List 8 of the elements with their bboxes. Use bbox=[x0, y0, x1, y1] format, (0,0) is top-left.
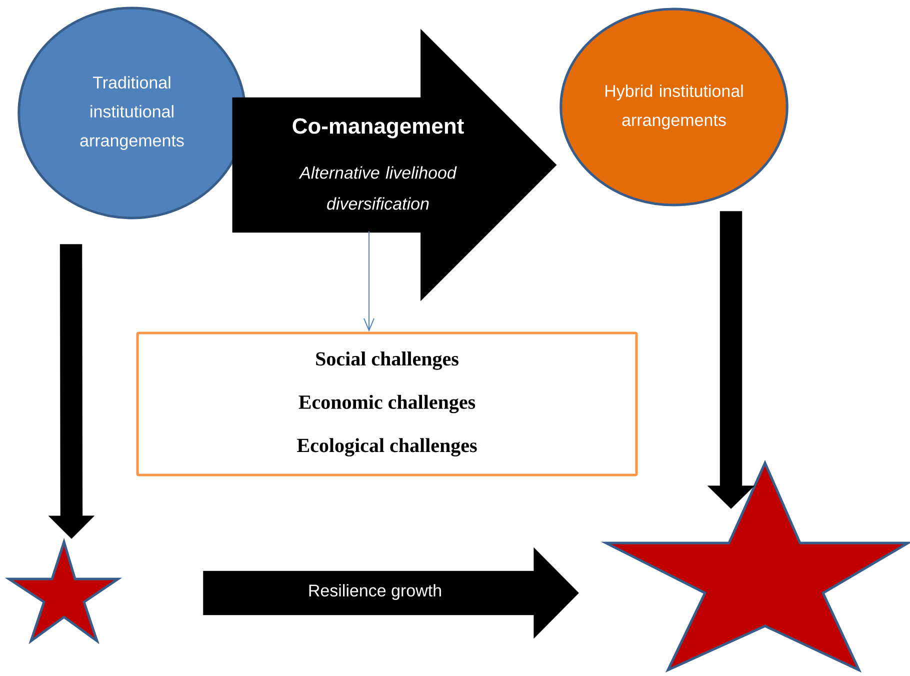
edge-label: Resilience growth bbox=[309, 584, 441, 600]
text-box: Social challenges Economic challenges Ecological challenges bbox=[136, 332, 638, 476]
block-arrow bbox=[232, 28, 557, 302]
block-arrow bbox=[48, 244, 95, 539]
block-arrow bbox=[203, 547, 579, 639]
arrow-text: Co-management Alternative livelihood diversification bbox=[292, 118, 464, 210]
arrow bbox=[364, 230, 374, 332]
block-arrow bbox=[707, 211, 755, 509]
